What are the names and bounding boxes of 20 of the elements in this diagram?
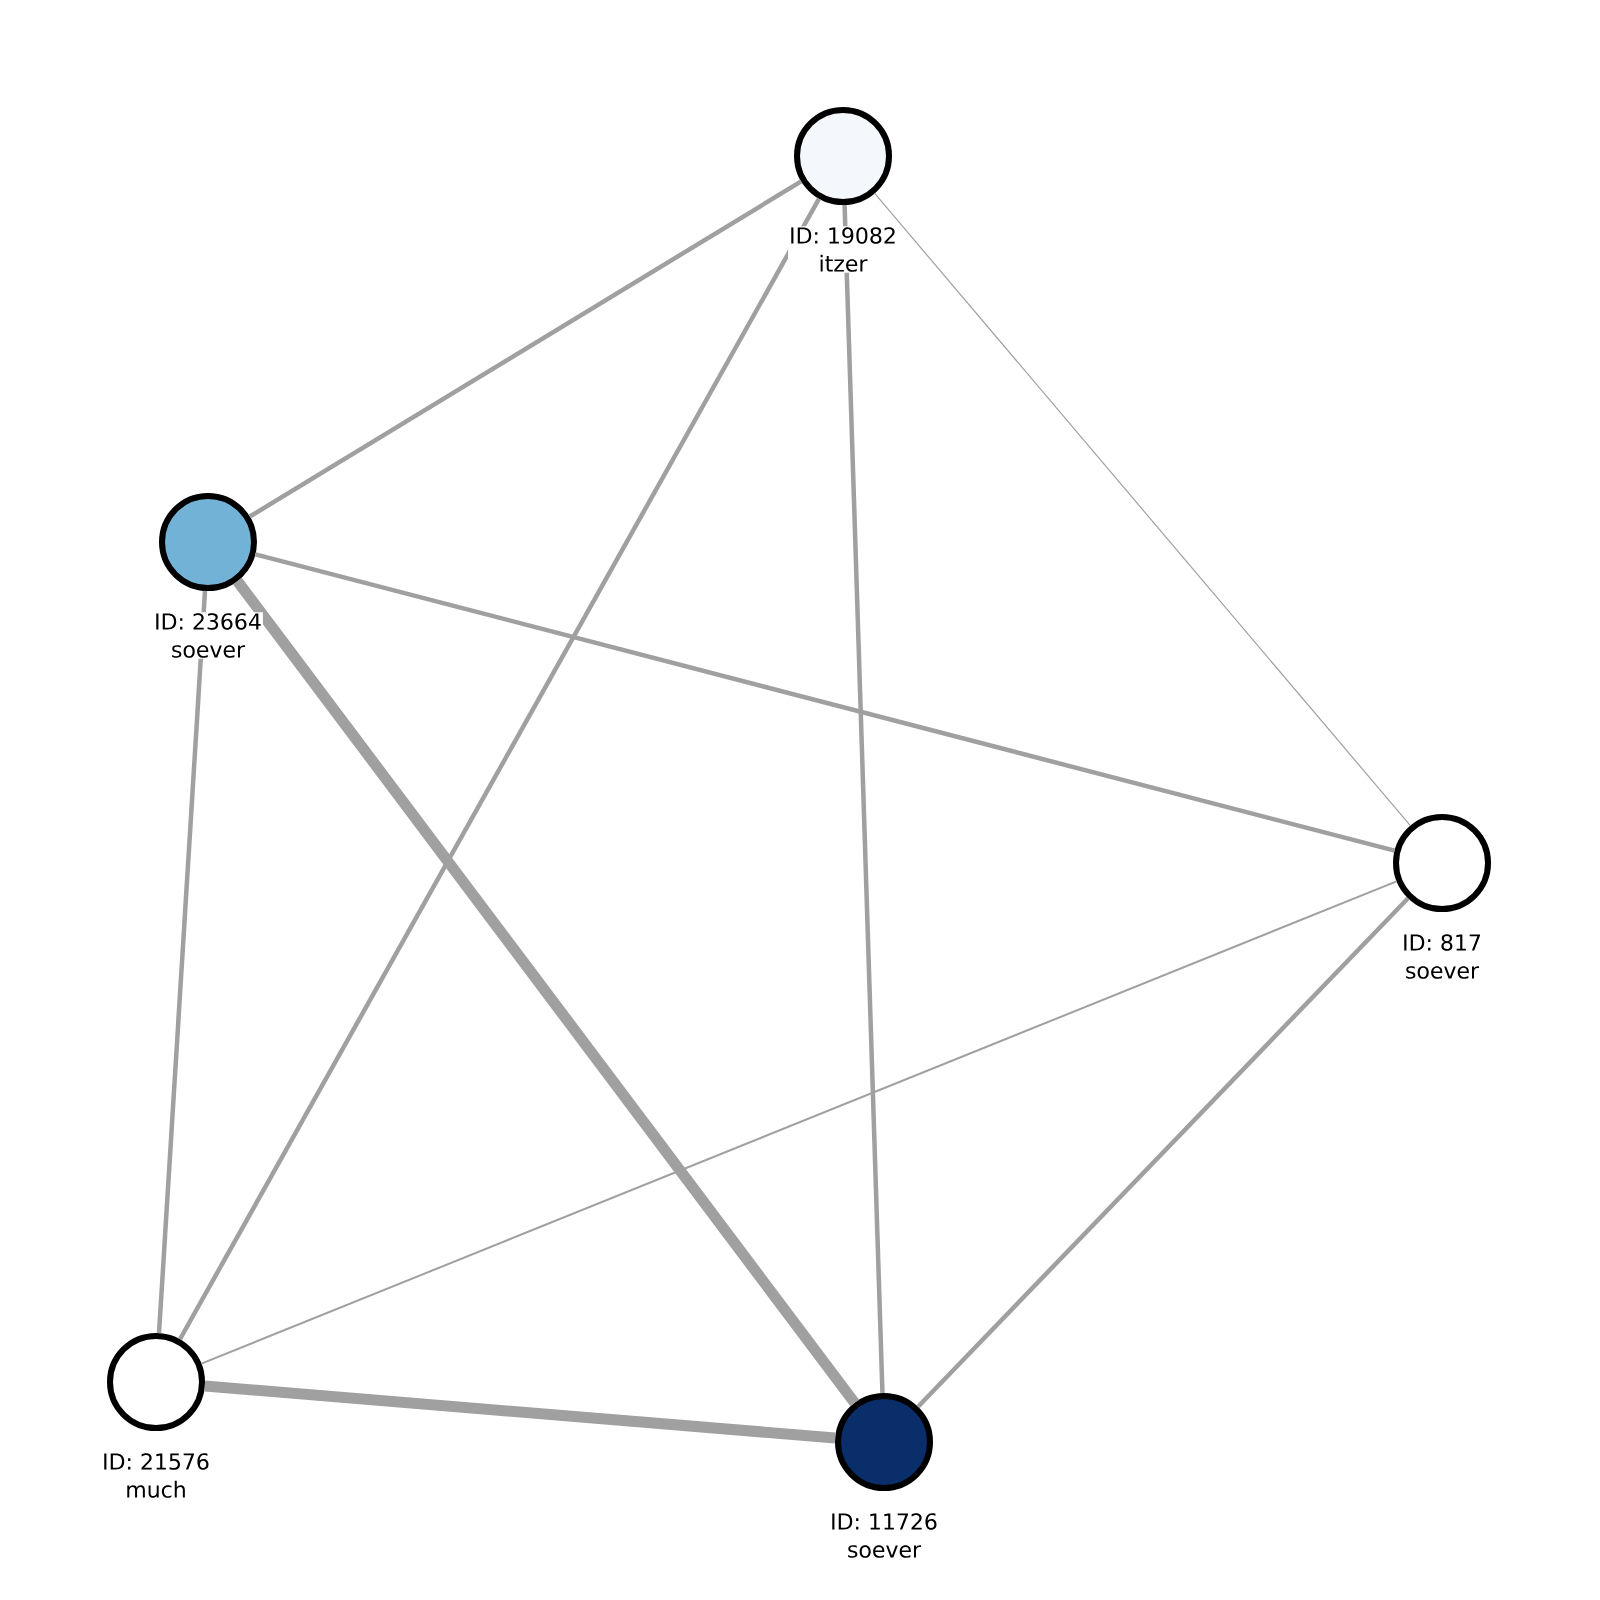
edge-line (254, 552, 1396, 853)
graph-node (159, 493, 257, 591)
edge-line (200, 880, 1398, 1365)
graph-node (835, 1393, 933, 1491)
edge-line (916, 896, 1410, 1409)
graph-node (794, 107, 892, 205)
edge-line (233, 577, 859, 1407)
edge-line (248, 179, 803, 519)
graph-node (107, 1333, 205, 1431)
edge-line (874, 192, 1411, 827)
node-label: ID: 817 soever (1401, 933, 1483, 980)
edge-line (178, 197, 822, 1341)
edge-line (156, 590, 208, 1334)
edge-line (204, 1380, 836, 1444)
node-label: ID: 11726 soever (829, 1512, 939, 1559)
node-label: ID: 19082 itzer (788, 226, 898, 273)
graph-node (1393, 814, 1491, 912)
edge-line (842, 204, 885, 1394)
node-label: ID: 23664 soever (153, 612, 263, 659)
node-label: ID: 21576 much (101, 1452, 211, 1499)
